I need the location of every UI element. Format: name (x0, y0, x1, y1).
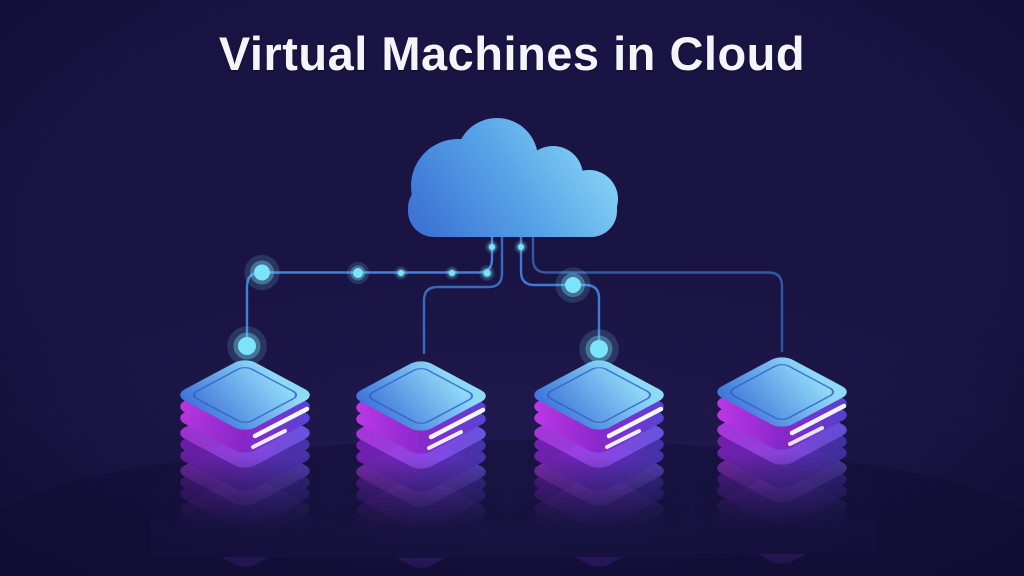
page-title: Virtual Machines in Cloud (218, 27, 806, 80)
